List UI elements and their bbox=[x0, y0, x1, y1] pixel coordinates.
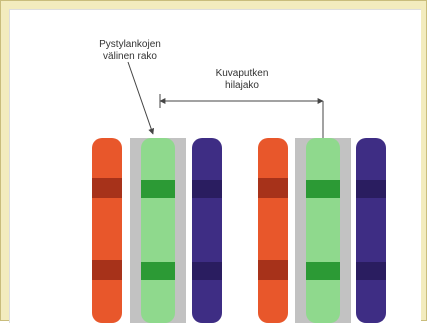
aperture-grille-diagram: Pystylankojen välinen rako Kuvaputken hi… bbox=[92, 39, 386, 323]
phosphor-group-right bbox=[258, 138, 386, 323]
red-phosphor-stripe bbox=[258, 138, 288, 323]
blue-phosphor-stripe bbox=[192, 138, 222, 323]
red-phosphor-stripe bbox=[92, 138, 122, 323]
pitch-label-line2: hilajako bbox=[225, 80, 259, 91]
pitch-label-line1: Kuvaputken bbox=[216, 68, 269, 79]
gap-label-line1: Pystylankojen bbox=[99, 39, 161, 50]
blue-phosphor-stripe bbox=[356, 138, 386, 323]
phosphor-group-left bbox=[92, 138, 222, 323]
green-phosphor-stripe bbox=[306, 138, 340, 323]
gap-label-line2: välinen rako bbox=[103, 51, 157, 62]
green-phosphor-stripe bbox=[141, 138, 175, 323]
diagram-panel: Pystylankojen välinen rako Kuvaputken hi… bbox=[9, 9, 421, 323]
gap-pointer-arrow bbox=[127, 61, 155, 135]
